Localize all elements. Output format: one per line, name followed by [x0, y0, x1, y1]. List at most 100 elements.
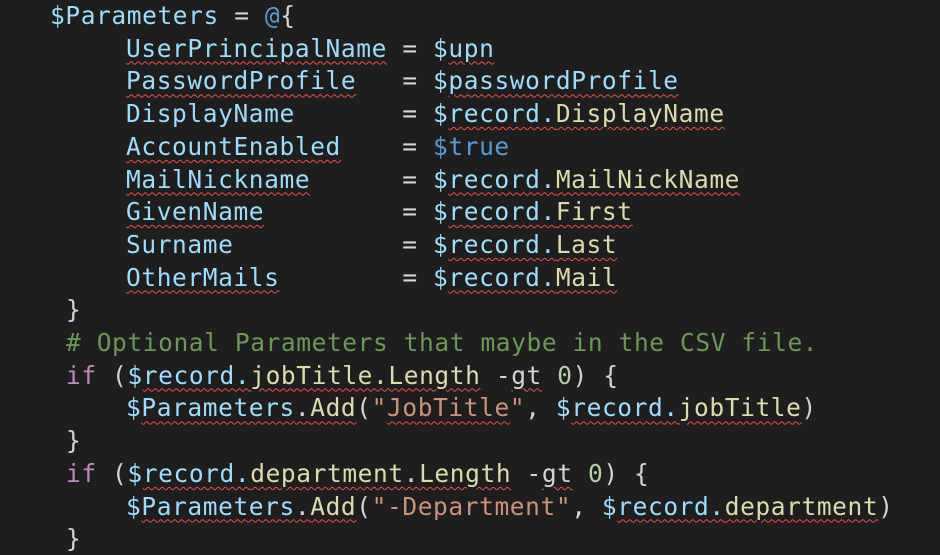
code-token-punc: ( — [96, 458, 128, 488]
code-token-op: = — [310, 164, 434, 194]
code-line[interactable]: } — [66, 293, 81, 326]
code-token-var: OtherMails — [126, 262, 280, 292]
code-line[interactable]: } — [66, 522, 81, 555]
code-line[interactable]: MailNickname = $record.MailNickName — [126, 163, 740, 196]
code-token-num: 0 — [587, 458, 604, 488]
code-token-var: PasswordProfile — [126, 66, 357, 96]
code-token-var: $ — [127, 360, 143, 390]
code-token-cmt: # Optional Parameters that maybe in the … — [66, 328, 819, 357]
code-token-member: department.Length — [250, 458, 512, 488]
code-token-str: JobTitle — [387, 393, 510, 423]
code-token-var: $ — [127, 458, 143, 488]
code-token-var: $ — [433, 164, 449, 194]
code-token-punc: } — [66, 295, 82, 325]
code-token-var: Parameters — [141, 491, 295, 521]
code-token-var: record. — [142, 458, 251, 488]
code-token-punc: , — [525, 393, 556, 423]
code-token-var: MailNickname — [126, 164, 311, 194]
code-token-member: DisplayName — [555, 99, 725, 129]
code-line[interactable]: # Optional Parameters that maybe in the … — [66, 326, 818, 359]
code-token-op: = — [279, 262, 434, 292]
code-token-str: " — [371, 393, 388, 423]
code-token-var: record. — [448, 229, 556, 259]
code-token-var: upn — [448, 33, 495, 63]
code-token-punc: } — [66, 426, 82, 456]
code-line[interactable]: OtherMails = $record.Mail — [126, 261, 617, 294]
code-token-var: $ — [555, 393, 572, 423]
code-token-op: = — [233, 229, 434, 259]
code-token-kw: if — [66, 458, 97, 488]
code-token-member: First — [555, 197, 633, 227]
code-token-punc: ) — [878, 491, 894, 521]
code-token-kw-var: @ — [264, 1, 281, 30]
code-token-var: $ — [433, 66, 449, 96]
code-token-kw: if — [66, 360, 97, 390]
code-line[interactable]: $Parameters.Add("-Department", $record.d… — [126, 490, 894, 523]
code-token-var: UserPrincipalName — [126, 33, 387, 63]
code-token-var: DisplayName — [126, 99, 295, 129]
code-token-member: jobTitle.Length — [250, 360, 481, 390]
code-token-var: record. — [617, 491, 725, 521]
code-line[interactable]: PasswordProfile = $passwordProfile — [126, 64, 679, 97]
code-token-punc: ( — [356, 393, 372, 423]
code-token-var: record. — [571, 393, 679, 423]
code-token-var: record. — [448, 262, 556, 292]
code-line[interactable]: AccountEnabled = $true — [126, 130, 510, 163]
code-token-kw-var: $true — [433, 131, 510, 161]
code-token-member: jobTitle — [678, 393, 802, 423]
code-token-str: " — [509, 393, 526, 423]
code-token-op: = — [264, 197, 434, 227]
code-token-member: Mail — [555, 262, 618, 292]
code-token-op: = — [218, 1, 265, 30]
code-token-punc: . — [294, 491, 311, 521]
code-line[interactable]: GivenName = $record.First — [126, 195, 633, 228]
code-token-var: record. — [448, 164, 556, 194]
code-token-punc: ( — [356, 491, 372, 521]
code-token-op — [542, 361, 557, 390]
code-token-var: record. — [448, 197, 556, 227]
code-token-punc: { — [280, 1, 296, 30]
code-line[interactable]: } — [66, 424, 81, 457]
code-token-punc: ) { — [572, 360, 619, 390]
code-token-var: $ — [433, 229, 449, 259]
code-token-var: record. — [448, 99, 556, 129]
code-token-var: $ — [433, 197, 449, 227]
code-token-var: GivenName — [126, 197, 265, 227]
code-line[interactable]: $Parameters.Add("JobTitle", $record.jobT… — [126, 391, 817, 424]
code-token-punc: ) { — [603, 458, 650, 488]
code-token-var: AccountEnabled — [126, 131, 341, 161]
code-token-var: $ — [126, 491, 142, 521]
code-token-str: "-Department" — [371, 491, 572, 521]
code-line[interactable]: Surname = $record.Last — [126, 228, 617, 261]
code-line[interactable]: DisplayName = $record.DisplayName — [126, 97, 725, 130]
code-token-var: $ — [126, 393, 142, 423]
code-token-member: Add — [310, 393, 357, 423]
code-token-op: gt — [511, 360, 542, 390]
code-token-member: Last — [555, 229, 618, 259]
code-token-var: $ — [433, 262, 449, 292]
code-token-var: Parameters — [141, 393, 295, 423]
code-token-op: = — [386, 33, 434, 63]
code-token-var: record. — [142, 360, 251, 390]
code-line[interactable]: if ($record.jobTitle.Length -gt 0) { — [66, 359, 619, 392]
code-token-punc: ) — [801, 393, 817, 423]
code-token-punc: . — [294, 393, 311, 423]
code-token-num: 0 — [557, 360, 573, 390]
code-token-var: $ — [433, 33, 449, 63]
code-token-var: $ — [433, 99, 449, 129]
code-line[interactable]: UserPrincipalName = $upn — [126, 32, 494, 65]
code-line[interactable]: if ($record.department.Length -gt 0) { — [66, 457, 649, 490]
code-token-op: - — [480, 360, 512, 390]
code-token-op — [573, 459, 588, 488]
code-token-member: MailNickName — [555, 164, 741, 194]
code-token-var: passwordProfile — [448, 66, 679, 96]
code-token-op: gt — [541, 458, 573, 488]
code-token-op: = — [356, 66, 434, 96]
code-token-punc: ( — [96, 360, 128, 390]
code-token-punc: } — [66, 524, 82, 554]
code-token-op: - — [511, 458, 542, 488]
code-line[interactable]: $Parameters = @{ — [50, 0, 296, 32]
code-token-member: Add — [310, 491, 357, 521]
code-token-var: $ — [601, 491, 618, 521]
